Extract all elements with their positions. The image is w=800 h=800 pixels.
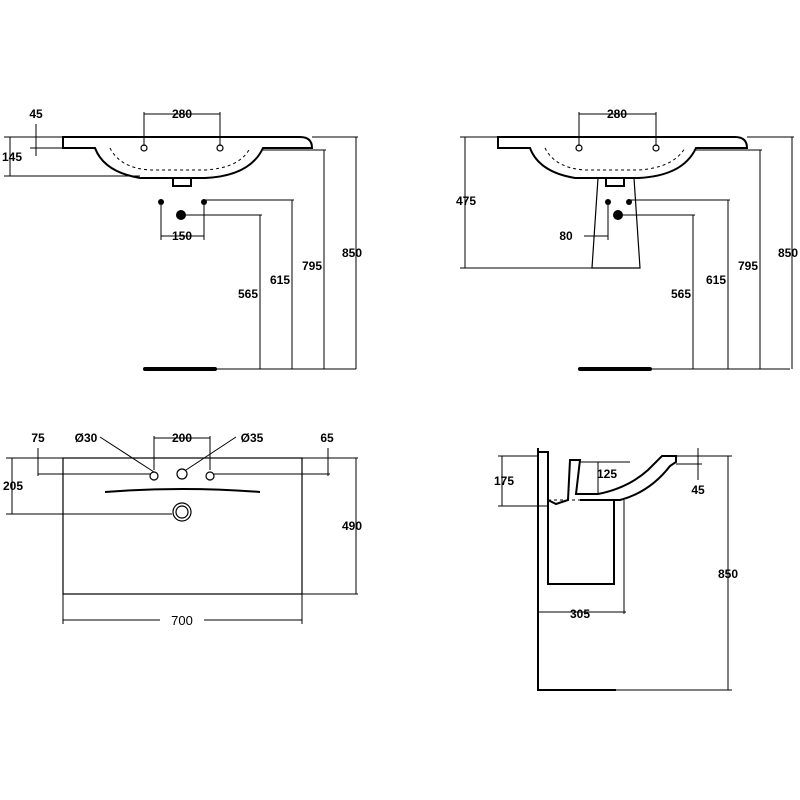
basin-profile xyxy=(538,451,677,506)
basin-outline-pedestal xyxy=(497,136,749,179)
dim-tap-spacing: 280 xyxy=(607,107,627,121)
bowl-inner xyxy=(544,147,686,171)
dim-inner-depth: 125 xyxy=(597,467,617,481)
pedestal-profile xyxy=(547,500,615,585)
side-view: 175 125 45 305 850 xyxy=(494,448,738,691)
dim-right-hole-diameter: Ø35 xyxy=(241,431,264,445)
dim-depth: 490 xyxy=(342,519,362,533)
dim-tap-spacing: 280 xyxy=(172,107,192,121)
dim-top-thickness: 45 xyxy=(29,107,43,121)
dim-hole-spacing: 200 xyxy=(172,431,192,445)
dim-overall-height: 850 xyxy=(778,246,798,260)
dim-right-offset: 65 xyxy=(320,431,334,445)
top-view: 75 Ø30 200 Ø35 65 205 490 700 xyxy=(3,431,362,628)
dim-pedestal-height: 475 xyxy=(456,194,476,208)
dim-overall-height: 850 xyxy=(718,567,738,581)
dim-rim-height: 795 xyxy=(302,259,322,273)
supply-point-left xyxy=(158,199,164,205)
dim-overall-height: 850 xyxy=(342,246,362,260)
dim-supply-height: 615 xyxy=(706,273,726,287)
bowl-front-edge xyxy=(104,488,261,493)
dim-waste-offset: 80 xyxy=(559,229,573,243)
tap-hole-35 xyxy=(176,468,188,480)
dim-projection: 305 xyxy=(570,607,590,621)
bowl-inner xyxy=(109,147,251,171)
dim-left-hole-offset: 75 xyxy=(31,431,45,445)
waste-outlet xyxy=(172,177,192,187)
drain-outer xyxy=(172,502,192,522)
dim-waste-height: 565 xyxy=(238,287,258,301)
dim-bowl-depth: 145 xyxy=(2,150,22,164)
tap-hole-30 xyxy=(149,471,159,481)
dim-supply-height: 615 xyxy=(270,273,290,287)
dim-bowl-height: 175 xyxy=(494,474,514,488)
wall xyxy=(537,448,616,691)
dim-waste-spacing: 150 xyxy=(172,229,192,243)
dim-waste-height: 565 xyxy=(671,287,691,301)
dim-rim-height: 795 xyxy=(738,259,758,273)
front-view-left: 280 45 145 150 565 615 795 850 xyxy=(2,107,362,371)
pedestal xyxy=(591,177,641,269)
supply-point-left xyxy=(605,199,611,205)
basin-outline xyxy=(62,136,314,179)
dim-left-hole-diameter: Ø30 xyxy=(75,431,98,445)
drain-inner xyxy=(175,505,189,519)
front-view-right: 280 475 80 565 615 795 850 xyxy=(456,107,798,371)
dim-rim-offset: 45 xyxy=(691,483,705,497)
tap-hole-right xyxy=(205,471,215,481)
dim-drain-depth: 205 xyxy=(3,479,23,493)
dim-width: 700 xyxy=(171,613,193,628)
basin-top-outline xyxy=(62,457,303,595)
waste-outlet xyxy=(605,177,625,187)
